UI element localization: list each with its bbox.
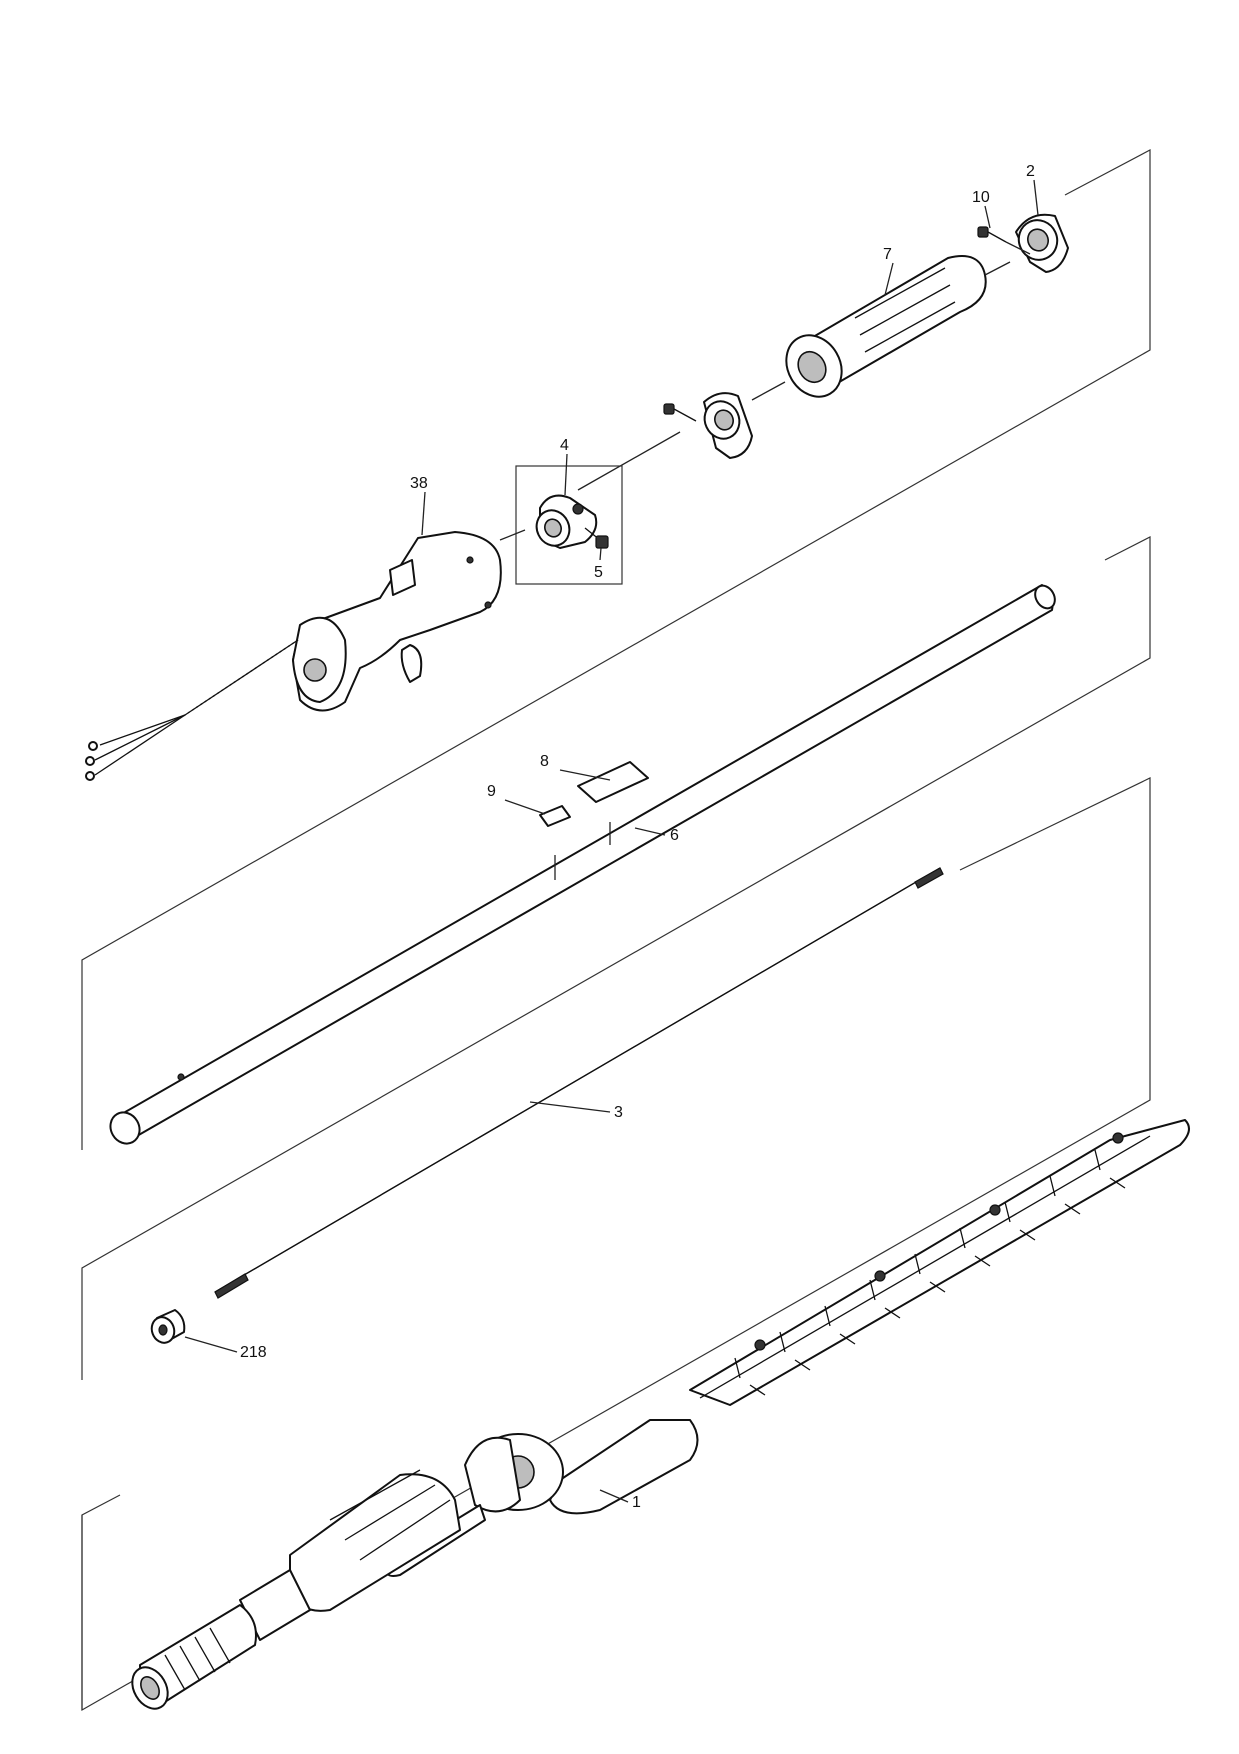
grip-end-cap-icon: [1015, 213, 1069, 273]
leader-lines: [184, 179, 1039, 1353]
screw-icon: [977, 226, 1031, 255]
panel-frames: [81, 149, 1151, 1712]
label-icon: [539, 805, 571, 827]
callout-6: 6: [670, 827, 679, 844]
callout-10: 10: [972, 189, 990, 206]
callout-5: 5: [594, 564, 603, 581]
callout-labels: 2 10 7 4 38 5 8 9 6 3 218 1: [240, 163, 1035, 1511]
callout-3: 3: [614, 1104, 623, 1121]
callout-9: 9: [487, 783, 496, 800]
hedge-trimmer-attachment-icon: [131, 1119, 1190, 1710]
callout-38: 38: [410, 475, 428, 492]
shaft-tube-icon: [109, 584, 1056, 1145]
callout-1: 1: [632, 1494, 641, 1511]
rubber-cushion-icon: [150, 1309, 186, 1344]
drive-shaft-icon: [214, 867, 944, 1299]
callout-4: 4: [560, 437, 569, 454]
foam-grip-icon: [785, 255, 1011, 398]
callout-7: 7: [883, 246, 892, 263]
clamp-holder-icon: [515, 465, 623, 585]
throttle-handle-icon: [85, 529, 526, 781]
screw-icon: [584, 527, 609, 549]
collar-ring-icon: [577, 381, 786, 491]
callout-2: 2: [1026, 163, 1035, 180]
callout-8: 8: [540, 753, 549, 770]
callout-218: 218: [240, 1344, 267, 1361]
label-icon: [577, 761, 649, 803]
